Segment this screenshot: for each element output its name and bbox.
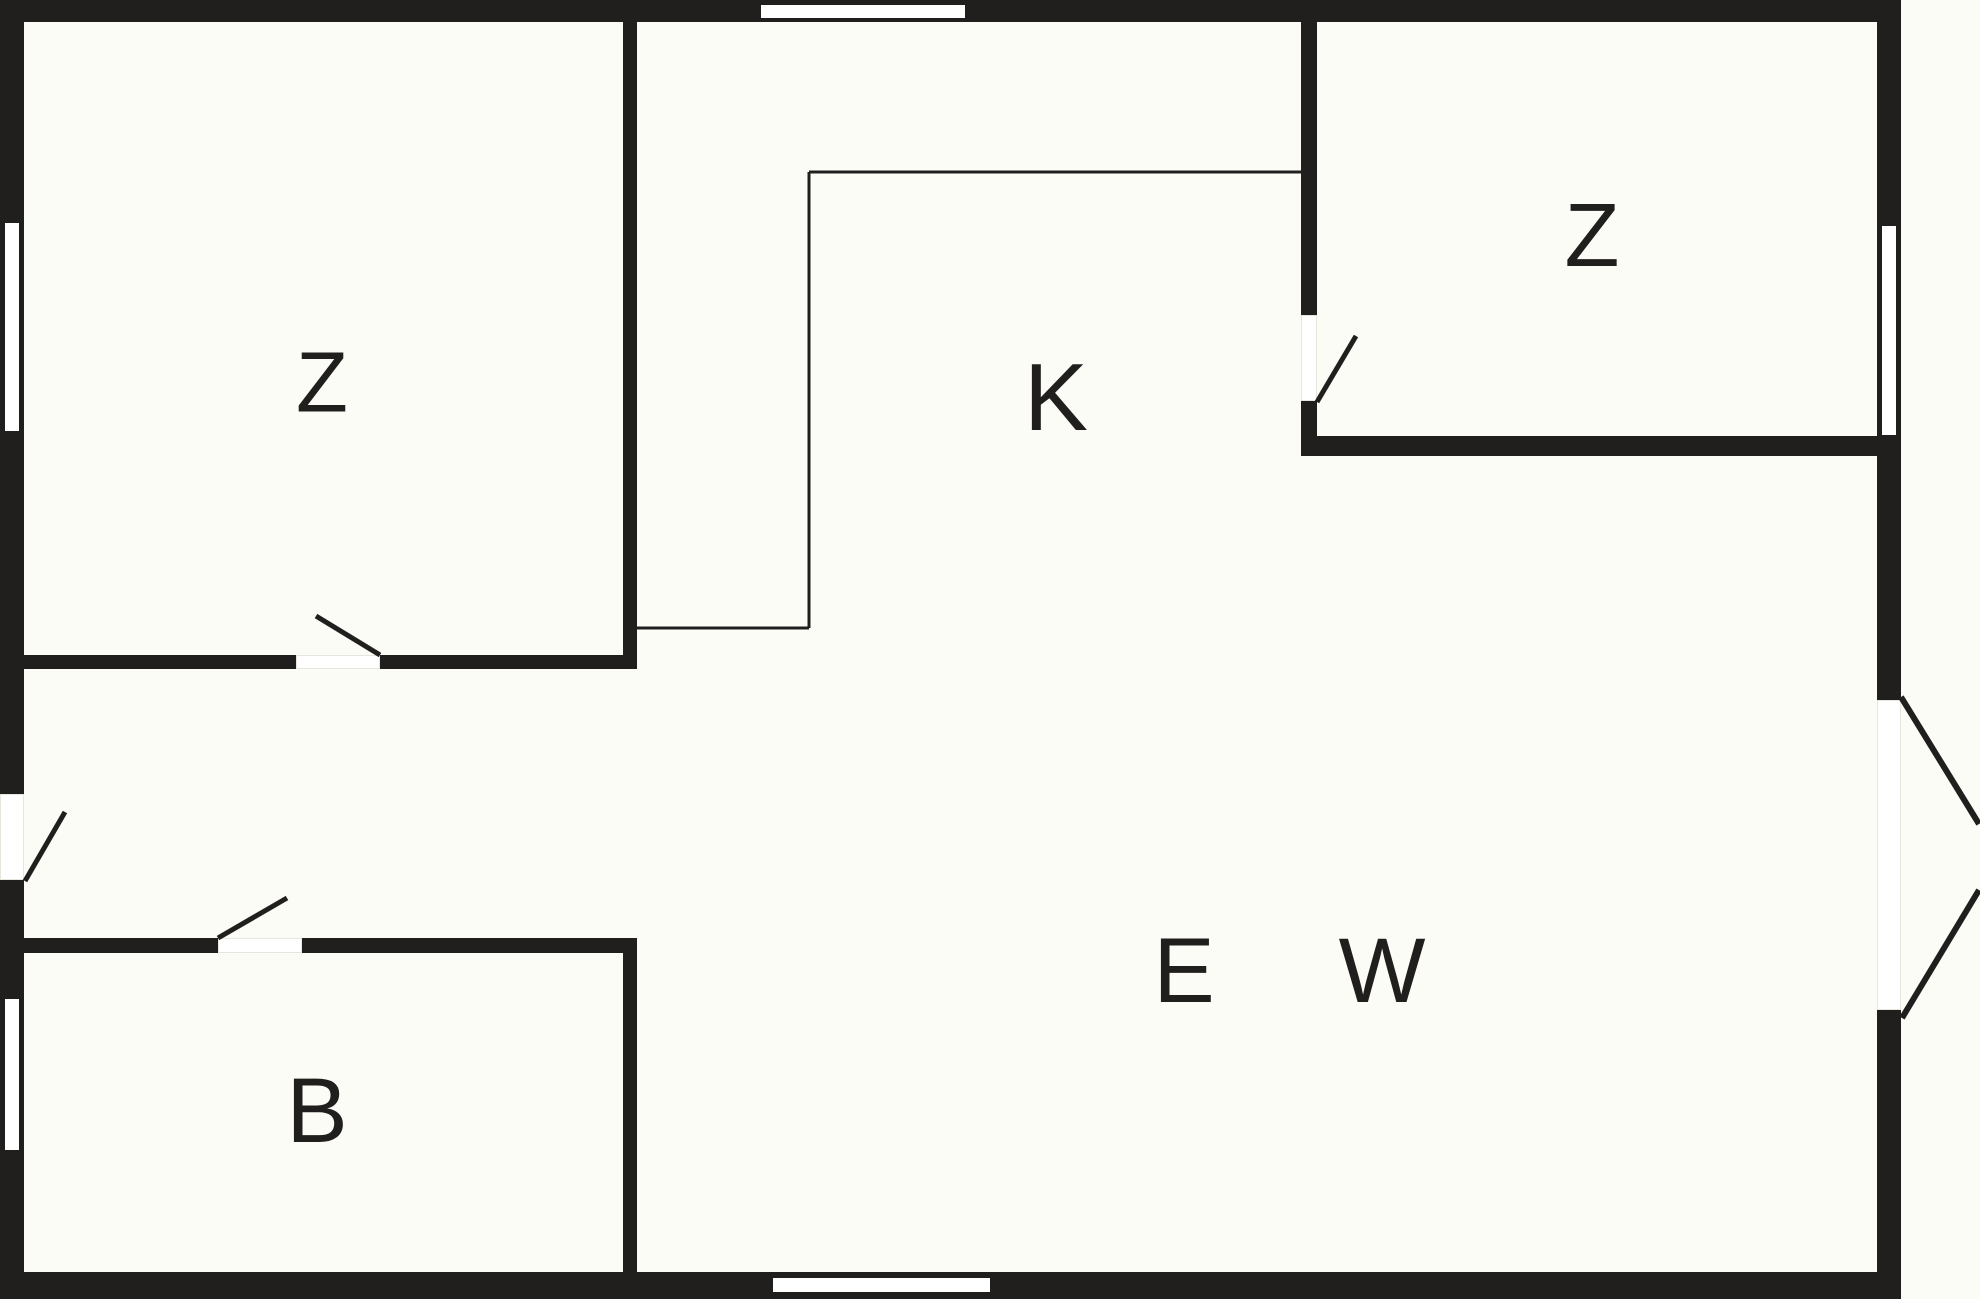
wall-z2-left-upper — [1301, 22, 1317, 315]
room-label-w: W — [1338, 920, 1426, 1022]
wall-z1-bottom-left — [18, 655, 296, 669]
window-right — [1880, 224, 1898, 437]
door-swing-z1 — [314, 613, 382, 658]
wall-z1-right — [623, 22, 637, 669]
door-swing-z2 — [1314, 334, 1359, 404]
door-opening-z1 — [296, 655, 380, 669]
door-opening-z2 — [1301, 315, 1317, 401]
door-opening-left — [0, 794, 24, 880]
room-label-k: K — [1023, 344, 1089, 451]
window-left-lower — [3, 997, 21, 1152]
room-label-b: B — [286, 1060, 348, 1162]
room-label-z-top-left: Z — [296, 335, 348, 431]
wall-right-lower — [1877, 1010, 1901, 1299]
window-bottom — [771, 1276, 992, 1294]
entrance-swing-lower — [1899, 888, 1980, 1020]
door-opening-b — [218, 938, 302, 953]
door-opening-entrance — [1877, 700, 1901, 1010]
wall-z1-bottom-right — [380, 655, 637, 669]
wall-b-top-right — [302, 938, 637, 953]
room-label-z-top-right: Z — [1564, 186, 1620, 286]
entrance-swing-upper — [1898, 695, 1980, 826]
window-left-upper — [3, 221, 21, 433]
wall-z2-bottom — [1301, 436, 1901, 456]
door-swing-left — [22, 810, 68, 883]
door-swing-b — [216, 895, 289, 941]
wall-b-right — [623, 938, 637, 1272]
wall-b-top-left — [18, 938, 218, 953]
window-top — [759, 3, 967, 20]
room-label-e: E — [1153, 920, 1215, 1022]
